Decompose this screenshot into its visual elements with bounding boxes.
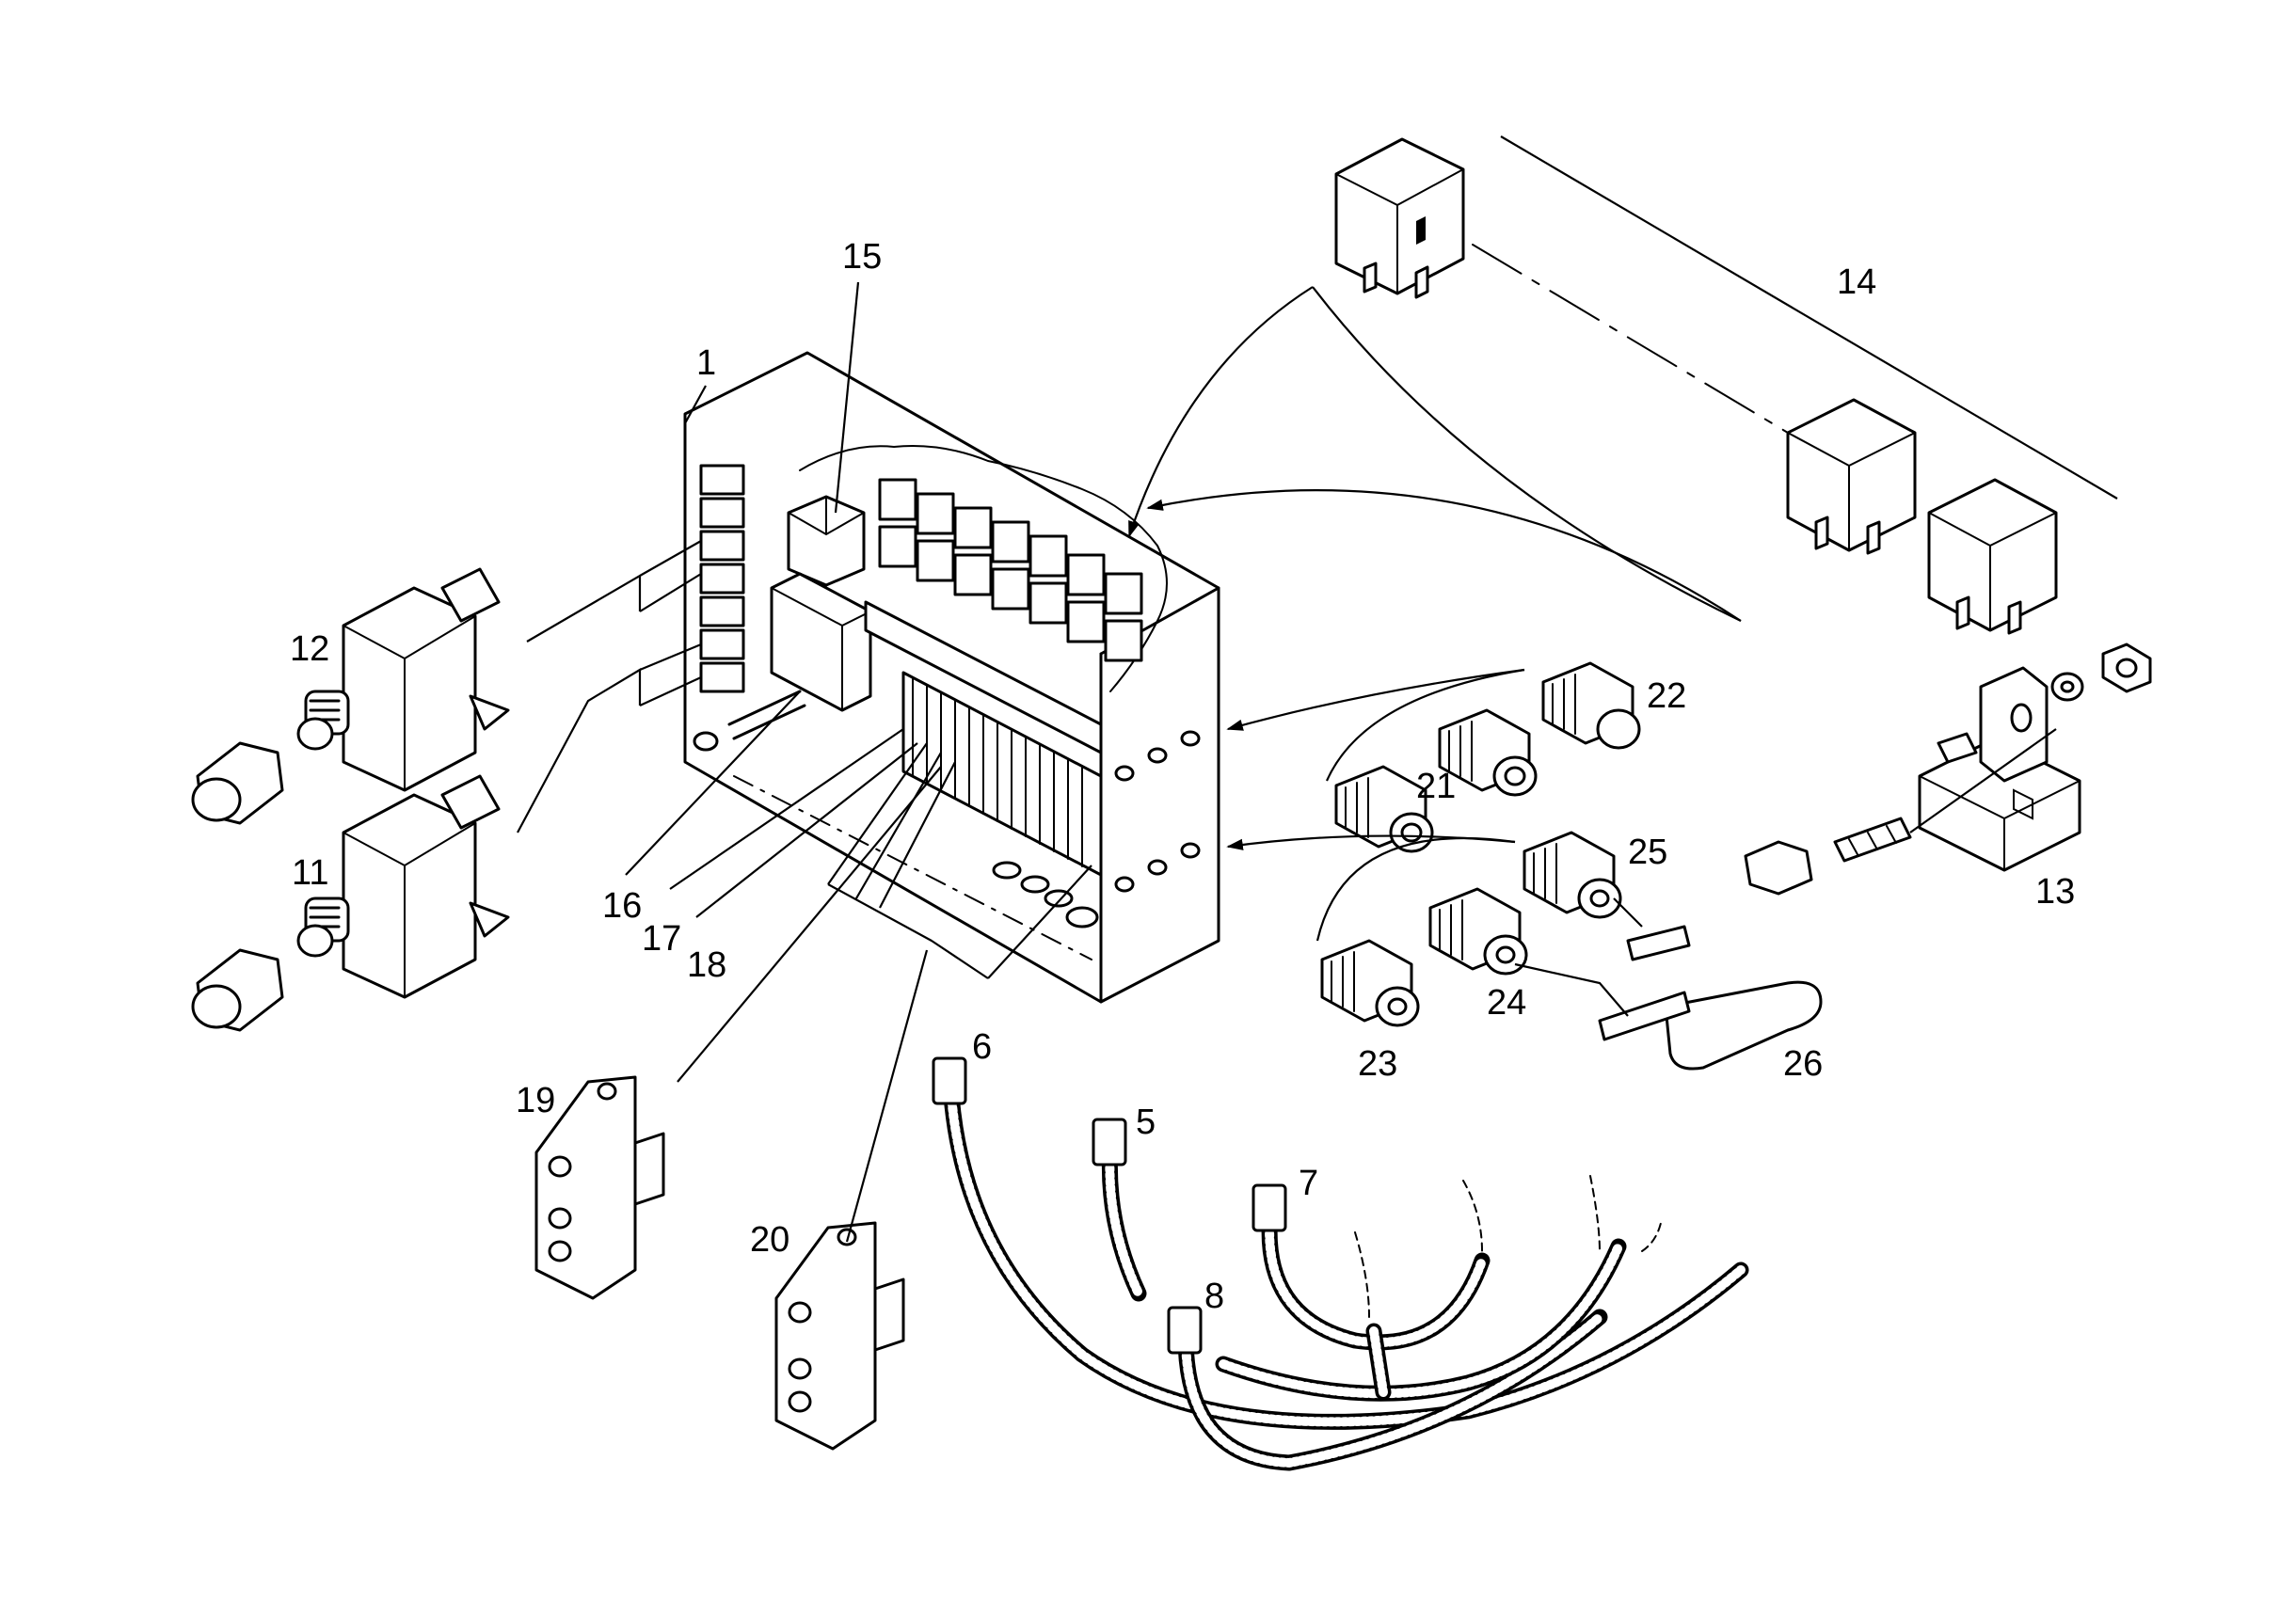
switch-24 bbox=[1428, 887, 1528, 976]
circuit-breaker-12 bbox=[296, 567, 510, 792]
mini-relay-row bbox=[878, 478, 1143, 662]
relay-15 bbox=[787, 495, 866, 587]
relay-14b bbox=[1786, 398, 1917, 555]
relay-14a bbox=[1334, 137, 1465, 299]
hose-5 bbox=[1092, 1118, 1147, 1302]
label-20: 20 bbox=[750, 1220, 789, 1260]
label-12: 12 bbox=[290, 629, 329, 669]
nut-13 bbox=[2101, 643, 2152, 693]
hose-6 bbox=[932, 1056, 1749, 1430]
label-18: 18 bbox=[687, 945, 726, 985]
label-21: 21 bbox=[1416, 767, 1456, 806]
label-1: 1 bbox=[696, 343, 716, 383]
label-22: 22 bbox=[1647, 676, 1686, 716]
switch-23 bbox=[1320, 939, 1420, 1027]
label-15: 15 bbox=[842, 237, 882, 277]
label-17: 17 bbox=[642, 919, 681, 959]
switch-25 bbox=[1523, 831, 1622, 919]
label-6: 6 bbox=[972, 1027, 992, 1067]
hose-8 bbox=[1167, 1306, 1608, 1471]
bolt-13 bbox=[1744, 817, 1912, 896]
breaker-knob-lower bbox=[191, 948, 284, 1032]
label-25: 25 bbox=[1628, 833, 1667, 872]
label-11: 11 bbox=[292, 853, 328, 893]
relay-13-bracket bbox=[1918, 666, 2081, 872]
relay-14c bbox=[1927, 478, 2058, 635]
label-24: 24 bbox=[1487, 983, 1526, 1023]
label-5: 5 bbox=[1136, 1103, 1156, 1142]
switch-21 bbox=[1438, 708, 1538, 797]
label-13: 13 bbox=[2035, 872, 2075, 912]
terminal-strip bbox=[864, 600, 1103, 877]
switch-22 bbox=[1541, 661, 1641, 750]
breaker-knob-upper bbox=[191, 741, 284, 825]
junction-box bbox=[683, 351, 1220, 1004]
label-16: 16 bbox=[602, 886, 642, 926]
terminal-block-19 bbox=[534, 1075, 665, 1300]
module-16 bbox=[770, 572, 872, 712]
label-8: 8 bbox=[1204, 1277, 1224, 1316]
circuit-breaker-11 bbox=[296, 774, 510, 999]
hose-extra bbox=[1215, 1238, 1627, 1402]
terminal-block-20 bbox=[774, 1221, 905, 1451]
washer-13 bbox=[2050, 672, 2084, 702]
label-23: 23 bbox=[1358, 1044, 1397, 1084]
hose-7 bbox=[1252, 1183, 1491, 1351]
label-26: 26 bbox=[1783, 1044, 1823, 1084]
key-26 bbox=[1598, 925, 1823, 1071]
side-holes bbox=[992, 730, 1201, 928]
label-7: 7 bbox=[1299, 1164, 1318, 1203]
fuse-holders-left bbox=[699, 464, 745, 693]
label-19: 19 bbox=[516, 1081, 555, 1120]
part-labels: 1 5 6 7 8 11 12 13 14 15 16 17 18 19 20 … bbox=[290, 237, 2075, 1316]
label-14: 14 bbox=[1837, 262, 1876, 302]
